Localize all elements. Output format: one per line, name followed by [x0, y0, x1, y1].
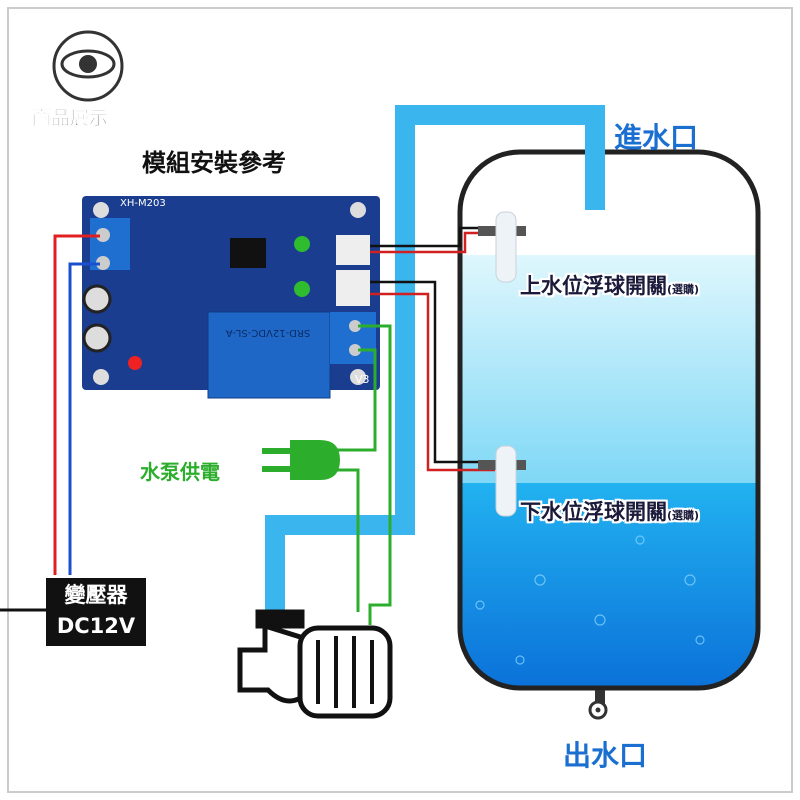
upper-float-label: 上水位浮球開關(選購)	[520, 270, 699, 300]
upper-float-text: 上水位浮球開關	[520, 274, 667, 298]
transformer-box: 變壓器 DC12V	[46, 578, 146, 646]
transformer-label: 變壓器	[64, 583, 128, 607]
voltage-label: DC12V	[56, 614, 136, 638]
outlet-label: 出水口	[563, 739, 648, 772]
optional-note: (選購)	[667, 509, 700, 522]
lower-float-label: 下水位浮球開關(選購)	[520, 496, 699, 526]
relay-module-board: SRD-12VDC-SL-A	[82, 196, 380, 399]
terminal-label: V3	[355, 373, 370, 386]
logo-text: 商品展示	[32, 107, 109, 130]
eye-logo-icon	[52, 30, 124, 102]
inlet-label: 進水口	[614, 121, 699, 154]
lower-float-switch-icon	[478, 445, 526, 517]
outlet-valve-icon	[588, 690, 608, 720]
water-pump-icon	[237, 609, 393, 719]
frame-border	[7, 7, 793, 793]
page-title: 模組安裝參考	[142, 149, 286, 177]
board-model-label: XH-M203	[120, 198, 166, 209]
inlet-pipe	[265, 105, 605, 615]
lower-float-text: 下水位浮球開關	[520, 500, 667, 524]
pump-pipe	[265, 515, 405, 615]
water-tank	[457, 149, 761, 691]
optional-note: (選購)	[667, 283, 700, 296]
power-plug-icon	[262, 440, 340, 480]
svg-text:SRD-12VDC-SL-A: SRD-12VDC-SL-A	[226, 327, 311, 338]
upper-float-switch-icon	[478, 211, 526, 283]
pump-power-label: 水泵供電	[140, 460, 220, 484]
